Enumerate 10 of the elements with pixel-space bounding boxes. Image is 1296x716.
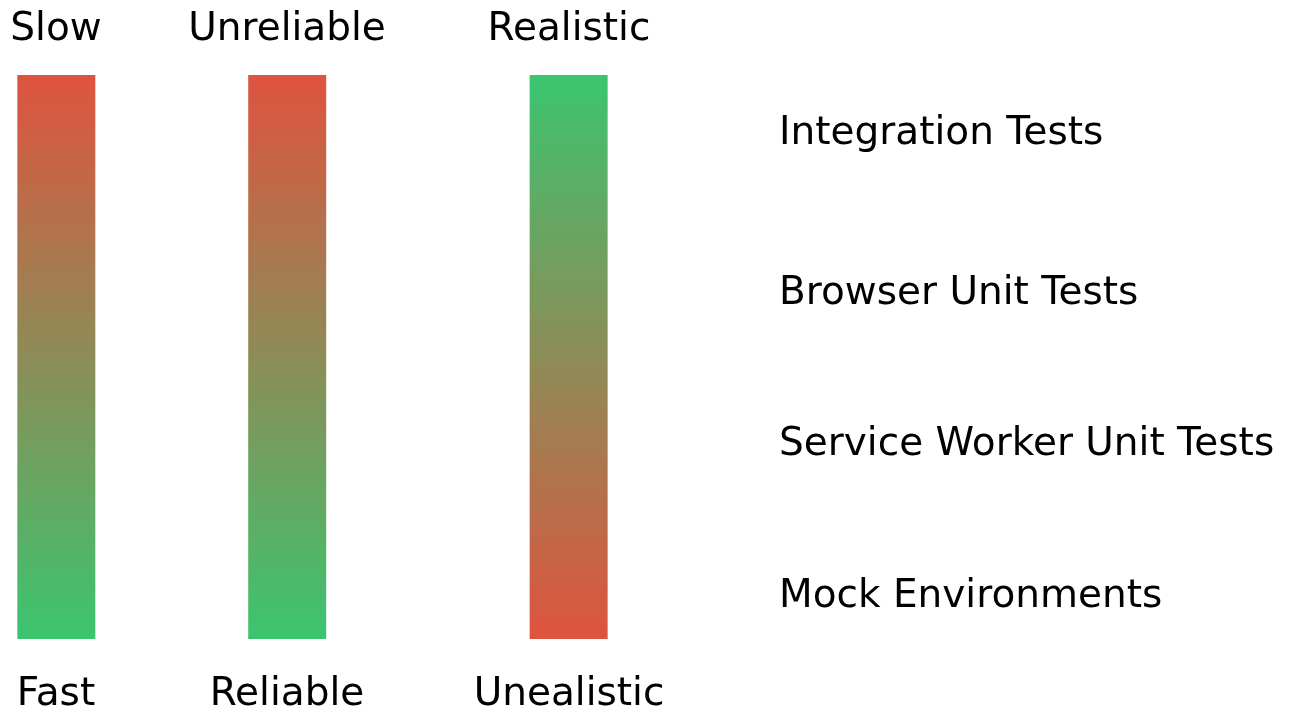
scale-label: Realistic xyxy=(487,7,651,46)
test-type-label: Integration Tests xyxy=(779,111,1104,150)
test-type-label: Mock Environments xyxy=(779,574,1163,613)
scale-label: Unreliable xyxy=(188,7,386,46)
test-type-label: Service Worker Unit Tests xyxy=(779,422,1275,461)
test-type-label: Browser Unit Tests xyxy=(779,271,1139,310)
scale-label: Fast xyxy=(16,672,96,711)
scale-label: Slow xyxy=(10,7,102,46)
scale-label: Reliable xyxy=(209,672,365,711)
scale-label: Unealistic xyxy=(473,672,665,711)
